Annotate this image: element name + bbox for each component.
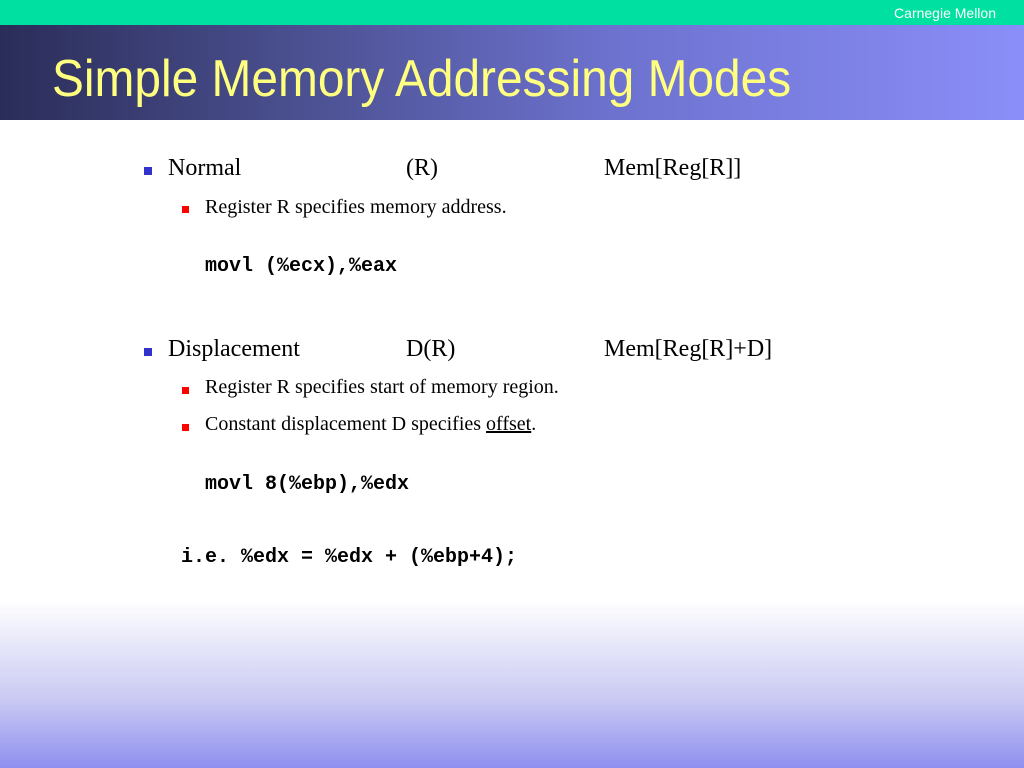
bullet-icon [182,387,189,394]
code-example: movl (%ecx),%eax [205,255,398,278]
offset-term: offset [486,413,532,435]
bullet-icon [182,424,189,431]
org-label: Carnegie Mellon [894,5,996,21]
mode-syntax: D(R) [406,336,456,362]
title-band: Simple Memory Addressing Modes [0,25,1024,120]
top-bar: Carnegie Mellon [0,0,1024,25]
bullet-icon [144,167,152,175]
mode-note: Register R specifies memory address. [205,196,507,218]
explanation-code: i.e. %edx = %edx + (%ebp+4); [181,546,518,569]
bullet-icon [144,348,152,356]
mode-semantics: Mem[Reg[R]+D] [604,336,773,362]
mode-note: Register R specifies start of memory reg… [205,376,559,398]
mode-note-end: . [531,413,537,435]
mode-note: Constant displacement D specifies offset… [205,413,536,436]
slide-title: Simple Memory Addressing Modes [52,50,792,108]
code-example: movl 8(%ebp),%edx [205,473,410,496]
mode-note-text: Constant displacement D specifies [205,413,487,435]
mode-name: Normal [168,155,242,181]
mode-syntax: (R) [406,155,438,181]
mode-semantics: Mem[Reg[R]] [604,155,742,181]
mode-name: Displacement [168,336,300,362]
bullet-icon [182,206,189,213]
